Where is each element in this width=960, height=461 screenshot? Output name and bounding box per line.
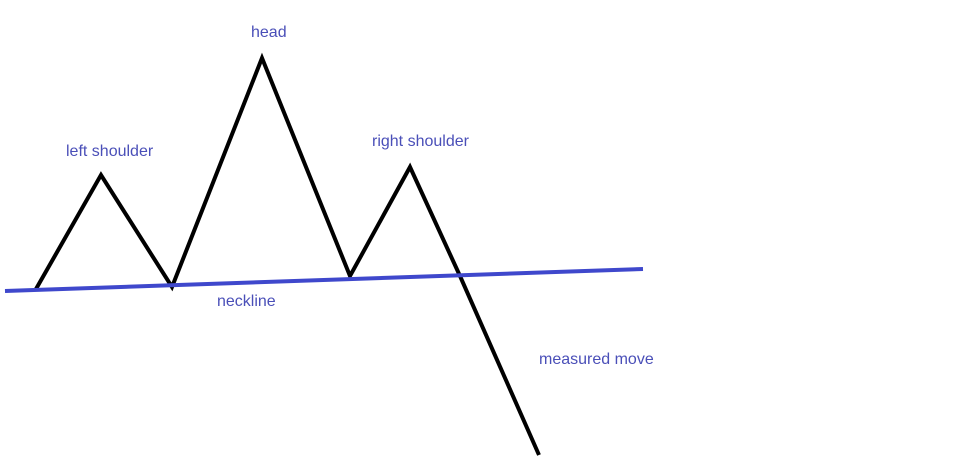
left-shoulder-label: left shoulder bbox=[66, 143, 154, 160]
neckline-line bbox=[4, 267, 644, 293]
measured-move-label: measured move bbox=[539, 351, 654, 368]
neckline-label: neckline bbox=[217, 293, 276, 310]
right-shoulder-label: right shoulder bbox=[372, 133, 469, 150]
head-label: head bbox=[251, 24, 287, 41]
price-path-line bbox=[34, 52, 541, 456]
